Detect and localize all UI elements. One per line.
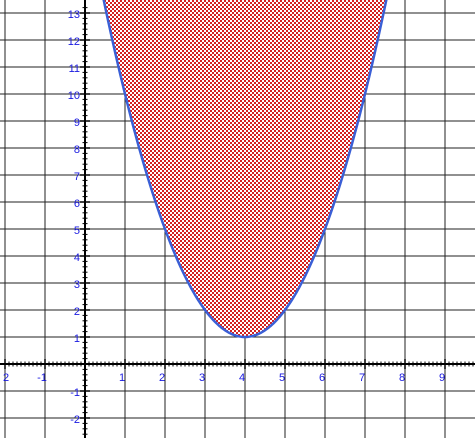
x-tick-label: 4 [239,372,245,384]
y-tick-label: 3 [74,279,80,291]
x-tick-label: 6 [319,372,325,384]
shaded-region [103,0,387,337]
y-tick-label: -1 [70,387,80,399]
x-tick-label: -1 [37,372,47,384]
y-tick-label: 5 [74,225,80,237]
y-tick-label: 10 [68,90,80,102]
x-tick-label: 7 [359,372,365,384]
y-tick-label: 12 [68,36,80,48]
x-tick-label: 5 [279,372,285,384]
x-tick-label: 1 [119,372,125,384]
x-tick-label: 3 [199,372,205,384]
x-tick-label: 8 [399,372,405,384]
y-tick-label: 1 [74,333,80,345]
y-tick-label: 13 [68,9,80,21]
y-tick-label: -2 [70,414,80,426]
y-tick-label: 8 [74,144,80,156]
y-tick-label: 6 [74,198,80,210]
x-tick-label: 2 [3,372,9,384]
x-tick-label: 9 [439,372,445,384]
y-tick-label: 9 [74,117,80,129]
y-tick-label: 11 [69,63,80,75]
parabola-curve [102,0,388,339]
y-tick-label: 2 [74,306,80,318]
y-tick-label: 7 [74,171,80,183]
fill-layer [102,0,388,339]
x-tick-label: 2 [159,372,165,384]
y-tick-label: 4 [74,252,80,264]
